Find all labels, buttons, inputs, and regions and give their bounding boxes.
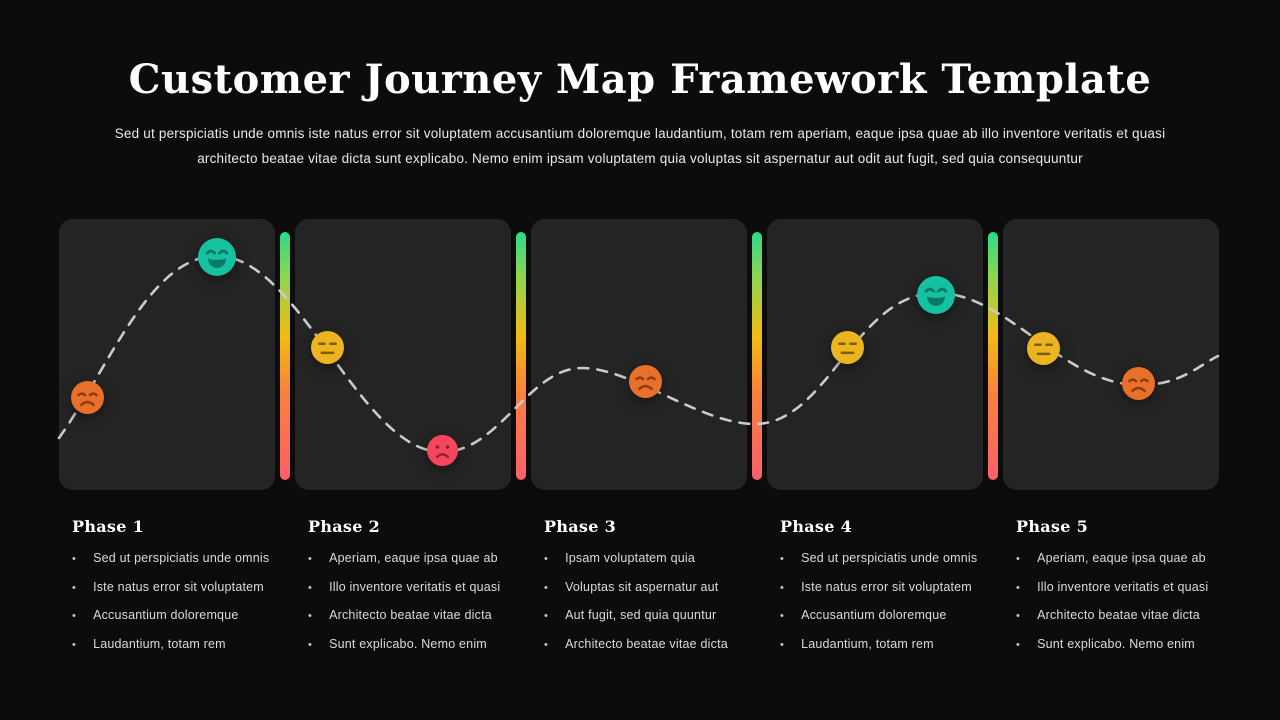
phase-bullet-list: • Aperiam, eaque ipsa quae ab • Illo inven… — [1016, 551, 1228, 651]
list-item: • Architecto beatae vitae dicta — [1016, 608, 1228, 622]
emoji-neutral-icon — [830, 330, 864, 364]
emoji-neutral-icon — [1026, 331, 1060, 365]
phase-panel-4 — [767, 219, 983, 490]
bullet-text: Laudantium, totam rem — [93, 636, 226, 651]
bullet-text: Sunt explicabo. Nemo enim — [1037, 636, 1195, 651]
bullet-icon: • — [308, 610, 313, 622]
bullet-icon: • — [308, 553, 313, 565]
bullet-icon: • — [544, 581, 549, 594]
phase-bullet-list: • Ipsam voluptatem quia • Voluptas sit asp… — [544, 551, 756, 651]
bullet-text: Illo inventore veritatis et quasi — [1037, 579, 1209, 594]
phase-panel-1 — [59, 219, 275, 490]
phase-title: Phase 2 — [308, 517, 381, 536]
phase-column-3: Phase 3 • Ipsam voluptatem quia • Voluptas… — [544, 517, 756, 665]
satisfaction-gradient-bar — [516, 232, 526, 480]
phase-title: Phase 1 — [72, 517, 145, 536]
bullet-icon: • — [1016, 610, 1021, 622]
bullet-icon: • — [544, 553, 549, 565]
list-item: • Illo inventore veritatis et quasi — [308, 580, 520, 594]
bullet-text: Accusantium doloremque — [93, 608, 239, 622]
satisfaction-gradient-bar — [752, 232, 762, 480]
list-item: • Laudantium, totam rem — [72, 637, 284, 651]
list-item: • Architecto beatae vitae dicta — [544, 637, 756, 651]
phase-panel-3 — [531, 219, 747, 490]
bullet-icon: • — [780, 638, 785, 651]
list-item: • Accusantium doloremque — [72, 608, 284, 622]
bullet-text: Sed ut perspiciatis unde omnis — [93, 551, 270, 565]
emoji-frown-icon — [426, 434, 458, 466]
emoji-neutral-icon — [310, 330, 344, 364]
phase-bullet-list: • Sed ut perspiciatis unde omnis • Iste na… — [72, 551, 284, 651]
phase-column-1: Phase 1 • Sed ut perspiciatis unde omnis … — [72, 517, 284, 665]
subtitle-line-1: Sed ut perspiciatis unde omnis iste natu… — [114, 126, 1166, 141]
bullet-icon: • — [780, 553, 785, 565]
list-item: • Iste natus error sit voluptatem — [72, 580, 284, 594]
phase-title: Phase 3 — [544, 517, 617, 536]
bullet-text: Architecto beatae vitae dicta — [329, 608, 492, 622]
bullet-icon: • — [1016, 638, 1021, 651]
emoji-happy-icon — [917, 276, 955, 314]
bullet-icon: • — [72, 581, 77, 594]
list-item: • Sunt explicabo. Nemo enim — [1016, 637, 1228, 651]
list-item: • Illo inventore veritatis et quasi — [1016, 580, 1228, 594]
phase-bullet-list: • Aperiam, eaque ipsa quae ab • Illo inven… — [308, 551, 520, 651]
subtitle-line-2: architecto beatae vitae dicta sunt expli… — [197, 151, 1083, 166]
bullet-text: Iste natus error sit voluptatem — [93, 579, 264, 594]
bullet-icon: • — [1016, 581, 1021, 594]
bullet-text: Iste natus error sit voluptatem — [801, 579, 972, 594]
bullet-icon: • — [72, 553, 77, 565]
bullet-icon: • — [72, 610, 77, 622]
list-item: • Aperiam, eaque ipsa quae ab — [1016, 551, 1228, 565]
emoji-sad-icon — [1121, 366, 1155, 400]
slide-title: Customer Journey Map Framework Template — [128, 56, 1152, 103]
list-item: • Accusantium doloremque — [780, 608, 992, 622]
bullet-text: Aperiam, eaque ipsa quae ab — [1037, 551, 1206, 565]
bullet-text: Ipsam voluptatem quia — [565, 551, 696, 565]
phase-column-2: Phase 2 • Aperiam, eaque ipsa quae ab • Il… — [308, 517, 520, 665]
satisfaction-gradient-bar — [988, 232, 998, 480]
emoji-happy-icon — [198, 238, 236, 276]
bullet-text: Illo inventore veritatis et quasi — [329, 579, 501, 594]
list-item: • Iste natus error sit voluptatem — [780, 580, 992, 594]
bullet-icon: • — [780, 610, 785, 622]
list-item: • Sed ut perspiciatis unde omnis — [780, 551, 992, 565]
bullet-icon: • — [780, 581, 785, 594]
bullet-text: Laudantium, totam rem — [801, 636, 934, 651]
list-item: • Aut fugit, sed quia quuntur — [544, 608, 756, 622]
bullet-icon: • — [308, 581, 313, 594]
bullet-text: Architecto beatae vitae dicta — [1037, 608, 1200, 622]
bullet-icon: • — [544, 638, 549, 651]
list-item: • Architecto beatae vitae dicta — [308, 608, 520, 622]
bullet-text: Sunt explicabo. Nemo enim — [329, 636, 487, 651]
bullet-icon: • — [308, 638, 313, 651]
phase-title: Phase 4 — [780, 517, 853, 536]
emoji-sad-icon — [70, 380, 104, 414]
satisfaction-gradient-bar — [280, 232, 290, 480]
list-item: • Sunt explicabo. Nemo enim — [308, 637, 520, 651]
phase-column-4: Phase 4 • Sed ut perspiciatis unde omnis … — [780, 517, 992, 665]
bullet-text: Aperiam, eaque ipsa quae ab — [329, 551, 498, 565]
phase-title: Phase 5 — [1016, 517, 1089, 536]
list-item: • Voluptas sit aspernatur aut — [544, 580, 756, 594]
bullet-icon: • — [544, 610, 549, 622]
phase-column-5: Phase 5 • Aperiam, eaque ipsa quae ab • Il… — [1016, 517, 1228, 665]
list-item: • Aperiam, eaque ipsa quae ab — [308, 551, 520, 565]
bullet-text: Architecto beatae vitae dicta — [565, 636, 728, 651]
list-item: • Laudantium, totam rem — [780, 637, 992, 651]
emoji-sad-icon — [628, 364, 662, 398]
slide-subtitle: Sed ut perspiciatis unde omnis iste natu… — [100, 121, 1180, 171]
bullet-text: Aut fugit, sed quia quuntur — [565, 608, 717, 622]
list-item: • Sed ut perspiciatis unde omnis — [72, 551, 284, 565]
bullet-icon: • — [1016, 553, 1021, 565]
phase-bullet-list: • Sed ut perspiciatis unde omnis • Iste na… — [780, 551, 992, 651]
list-item: • Ipsam voluptatem quia — [544, 551, 756, 565]
bullet-text: Voluptas sit aspernatur aut — [565, 579, 719, 594]
bullet-text: Sed ut perspiciatis unde omnis — [801, 551, 978, 565]
bullet-text: Accusantium doloremque — [801, 608, 947, 622]
bullet-icon: • — [72, 638, 77, 651]
